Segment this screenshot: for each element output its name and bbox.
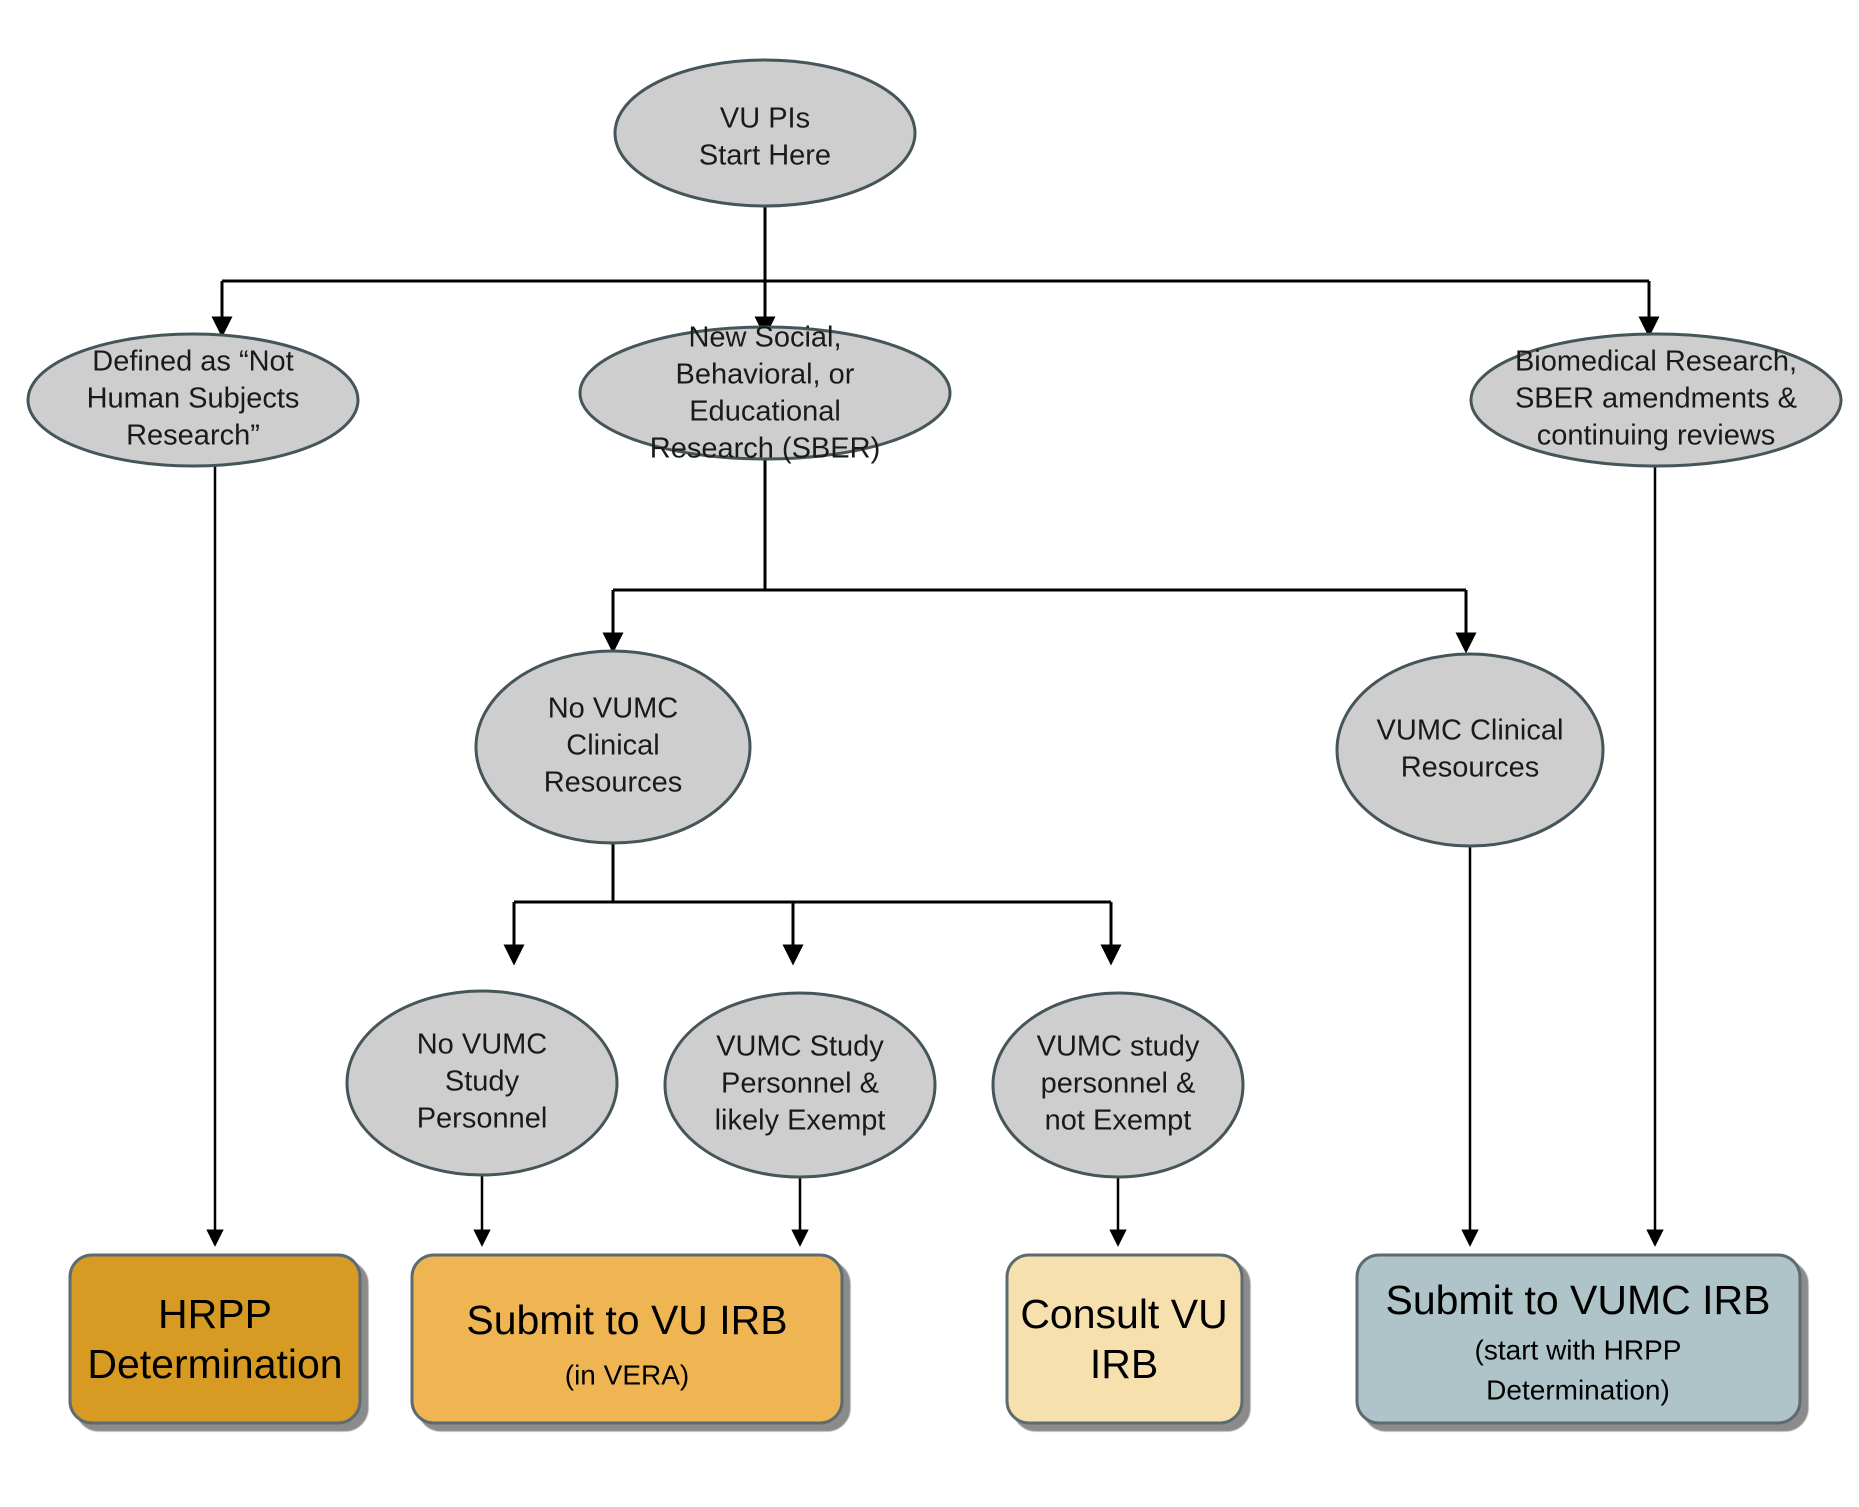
- node-no-vumc-clinical-line2: Clinical: [566, 730, 659, 762]
- node-no-vumc-clinical-resources[interactable]: No VUMC Clinical Resources: [474, 649, 752, 845]
- node-biomedical-line3: continuing reviews: [1537, 420, 1776, 452]
- node-start-line2: Start Here: [699, 140, 831, 172]
- edge-group-outcomes: [206, 465, 1664, 1247]
- node-personnel-not-exempt-line1: VUMC study: [1037, 1031, 1200, 1063]
- outcome-vu-irb-sub1: (in VERA): [565, 1359, 689, 1390]
- outcome-vu-irb-line1: Submit to VU IRB: [466, 1297, 787, 1343]
- node-start-shape[interactable]: [613, 58, 917, 208]
- node-biomedical-line2: SBER amendments &: [1515, 383, 1797, 415]
- node-vumc-clinical-resources[interactable]: VUMC Clinical Resources: [1335, 652, 1605, 848]
- outcome-consult-vu-irb[interactable]: Consult VU IRB: [1005, 1253, 1244, 1425]
- node-vumc-clinical-line2: Resources: [1401, 752, 1540, 784]
- outcome-vumc-irb-line1: Submit to VUMC IRB: [1385, 1277, 1770, 1323]
- node-not-human-subjects-line2: Human Subjects: [87, 383, 300, 415]
- node-no-vumc-personnel-line2: Study: [445, 1066, 520, 1098]
- node-sber-line2: Behavioral, or: [676, 359, 855, 391]
- node-no-vumc-clinical-line3: Resources: [544, 767, 683, 799]
- node-no-vumc-study-personnel[interactable]: No VUMC Study Personnel: [345, 989, 619, 1177]
- edge-group-no-vumc-clinical: [503, 843, 1122, 966]
- outcome-vumc-irb-sub1: (start with HRPP: [1475, 1334, 1682, 1365]
- node-vumc-clinical-line1: VUMC Clinical: [1377, 715, 1564, 747]
- node-sber[interactable]: New Social, Behavioral, or Educational R…: [578, 322, 952, 465]
- node-sber-line4: Research (SBER): [650, 433, 880, 465]
- node-not-human-subjects-line1: Defined as “Not: [92, 346, 294, 378]
- node-vumc-study-personnel-not-exempt[interactable]: VUMC study personnel & not Exempt: [991, 991, 1245, 1179]
- node-personnel-not-exempt-line3: not Exempt: [1045, 1105, 1192, 1137]
- node-sber-line3: Educational: [689, 396, 841, 428]
- outcome-consult-line2: IRB: [1090, 1341, 1158, 1387]
- node-no-vumc-clinical-line1: No VUMC: [548, 693, 679, 725]
- node-not-human-subjects-shape[interactable]: [26, 332, 360, 468]
- node-not-human-subjects-line3: Research”: [126, 420, 260, 452]
- node-start-line1: VU PIs: [720, 103, 810, 135]
- node-start[interactable]: VU PIs Start Here: [613, 58, 917, 208]
- outcome-submit-to-vumc-irb[interactable]: Submit to VUMC IRB (start with HRPP Dete…: [1355, 1253, 1802, 1425]
- node-sber-line1: New Social,: [688, 322, 841, 354]
- node-vumc-study-personnel-not-exempt-shape[interactable]: [991, 991, 1245, 1179]
- node-personnel-exempt-line2: Personnel &: [721, 1068, 879, 1100]
- outcome-consult-vu-irb-shape[interactable]: [1005, 1253, 1244, 1425]
- node-personnel-exempt-line3: likely Exempt: [715, 1105, 886, 1137]
- node-biomedical[interactable]: Biomedical Research, SBER amendments & c…: [1469, 332, 1843, 468]
- outcome-hrpp-determination[interactable]: HRPP Determination: [68, 1253, 362, 1425]
- node-no-vumc-personnel-line3: Personnel: [417, 1103, 548, 1135]
- node-vumc-study-personnel-exempt[interactable]: VUMC Study Personnel & likely Exempt: [663, 991, 937, 1179]
- node-biomedical-shape[interactable]: [1469, 332, 1843, 468]
- node-vumc-clinical-resources-shape[interactable]: [1335, 652, 1605, 848]
- node-personnel-exempt-line1: VUMC Study: [716, 1031, 884, 1063]
- node-no-vumc-study-personnel-shape[interactable]: [345, 989, 619, 1177]
- outcome-consult-line1: Consult VU: [1020, 1291, 1227, 1337]
- node-personnel-not-exempt-line2: personnel &: [1041, 1068, 1196, 1100]
- node-not-human-subjects[interactable]: Defined as “Not Human Subjects Research”: [26, 332, 360, 468]
- outcome-hrpp-line1: HRPP: [158, 1291, 272, 1337]
- outcome-submit-to-vu-irb[interactable]: Submit to VU IRB (in VERA): [410, 1253, 844, 1425]
- outcome-hrpp-determination-shape[interactable]: [68, 1253, 362, 1425]
- outcome-submit-to-vumc-irb-shape[interactable]: [1355, 1253, 1802, 1425]
- outcome-submit-to-vu-irb-shape[interactable]: [410, 1253, 844, 1425]
- edge-group-start: [211, 205, 1660, 338]
- outcome-hrpp-line2: Determination: [87, 1341, 342, 1387]
- node-vumc-study-personnel-exempt-shape[interactable]: [663, 991, 937, 1179]
- node-no-vumc-personnel-line1: No VUMC: [417, 1029, 548, 1061]
- node-biomedical-line1: Biomedical Research,: [1515, 346, 1797, 378]
- node-sber-shape[interactable]: [578, 325, 952, 461]
- edge-group-sber: [602, 458, 1477, 654]
- node-no-vumc-clinical-resources-shape[interactable]: [474, 649, 752, 845]
- outcome-vumc-irb-sub2: Determination): [1486, 1374, 1670, 1405]
